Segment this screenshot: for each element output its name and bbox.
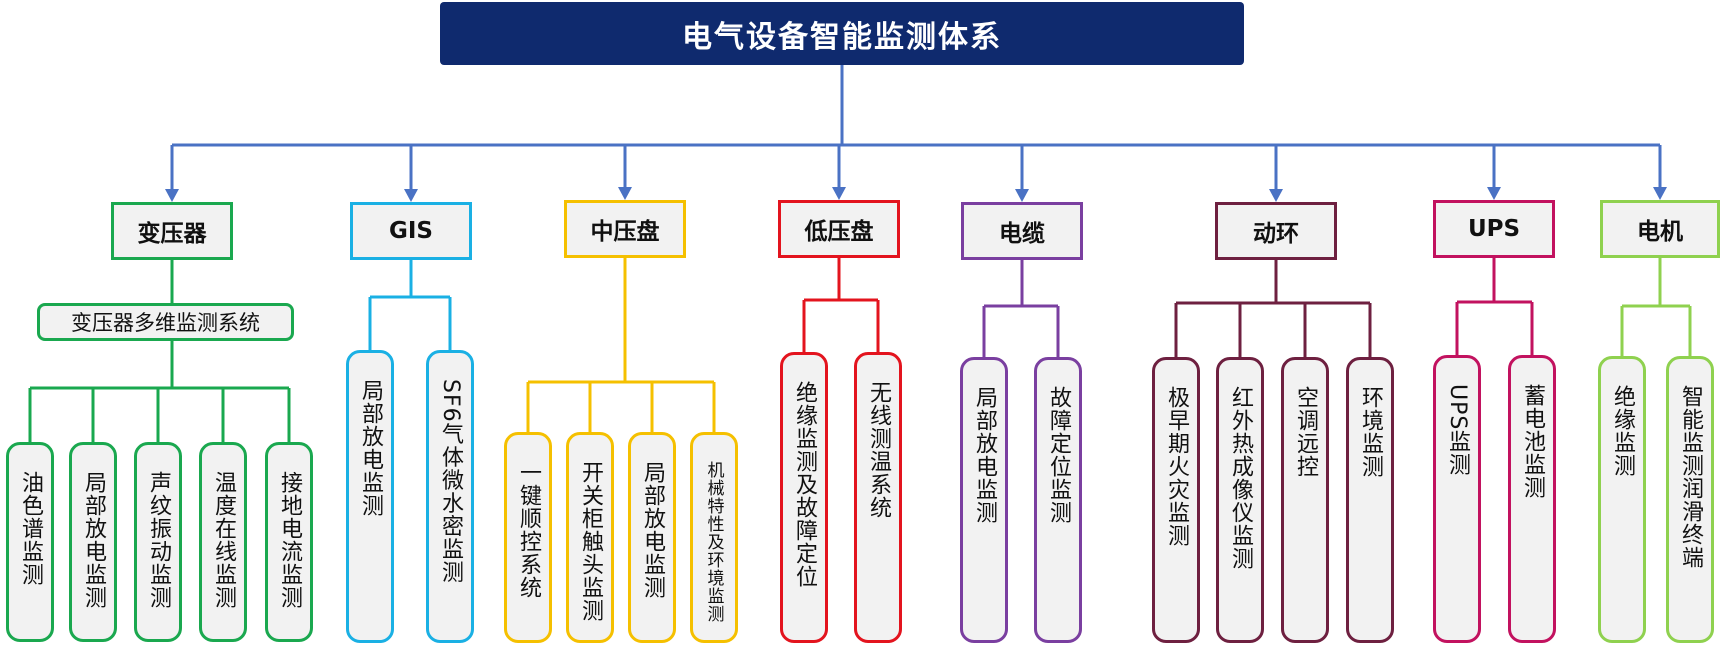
leaf-monitor-item: 局部放电监测 <box>346 350 394 643</box>
leaf-monitor-item: 声纹振动监测 <box>134 442 182 642</box>
arrowhead <box>832 187 846 200</box>
arrowhead <box>618 187 632 200</box>
category-medium-voltage-panel: 中压盘 <box>564 200 686 258</box>
leaf-monitor-item: 局部放电监测 <box>628 432 676 643</box>
leaf-monitor-item: 环境监测 <box>1346 357 1394 643</box>
leaf-monitor-item: 局部放电监测 <box>69 442 117 642</box>
arrowhead <box>1653 187 1667 200</box>
category-ups: UPS <box>1433 200 1555 258</box>
category-cable: 电缆 <box>961 202 1083 260</box>
arrowhead <box>1015 189 1029 202</box>
leaf-monitor-item: 蓄电池监测 <box>1508 355 1556 643</box>
leaf-monitor-item: 油色谱监测 <box>6 442 54 642</box>
category-motor: 电机 <box>1600 200 1720 258</box>
leaf-monitor-item: 绝缘监测及故障定位 <box>780 352 828 643</box>
leaf-monitor-item: 极早期火灾监测 <box>1152 357 1200 643</box>
leaf-monitor-item: 智能监测润滑终端 <box>1666 356 1714 643</box>
leaf-monitor-item: 接地电流监测 <box>265 442 313 642</box>
arrowhead <box>165 189 179 202</box>
category-gis: GIS <box>350 202 472 260</box>
leaf-monitor-item: 绝缘监测 <box>1598 356 1646 643</box>
leaf-monitor-item: 红外热成像仪监测 <box>1216 357 1264 643</box>
leaf-monitor-item: 局部放电监测 <box>960 357 1008 643</box>
transformer-subsystem: 变压器多维监测系统 <box>37 303 294 341</box>
category-low-voltage-panel: 低压盘 <box>778 200 900 258</box>
category-transformer: 变压器 <box>111 202 233 260</box>
leaf-monitor-item: 机械特性及环境监测 <box>690 432 738 643</box>
arrowhead <box>404 189 418 202</box>
arrowhead <box>1269 189 1283 202</box>
category-power-environment: 动环 <box>1215 202 1337 260</box>
diagram-title: 电气设备智能监测体系 <box>440 2 1244 65</box>
arrowhead <box>1487 187 1501 200</box>
leaf-monitor-item: 一键顺控系统 <box>504 432 552 643</box>
leaf-monitor-item: 故障定位监测 <box>1034 357 1082 643</box>
leaf-monitor-item: SF6气体微水密监测 <box>426 350 474 643</box>
leaf-monitor-item: 温度在线监测 <box>199 442 247 642</box>
leaf-monitor-item: 无线测温系统 <box>854 352 902 643</box>
leaf-monitor-item: UPS监测 <box>1433 355 1481 643</box>
leaf-monitor-item: 开关柜触头监测 <box>566 432 614 643</box>
leaf-monitor-item: 空调远控 <box>1281 357 1329 643</box>
